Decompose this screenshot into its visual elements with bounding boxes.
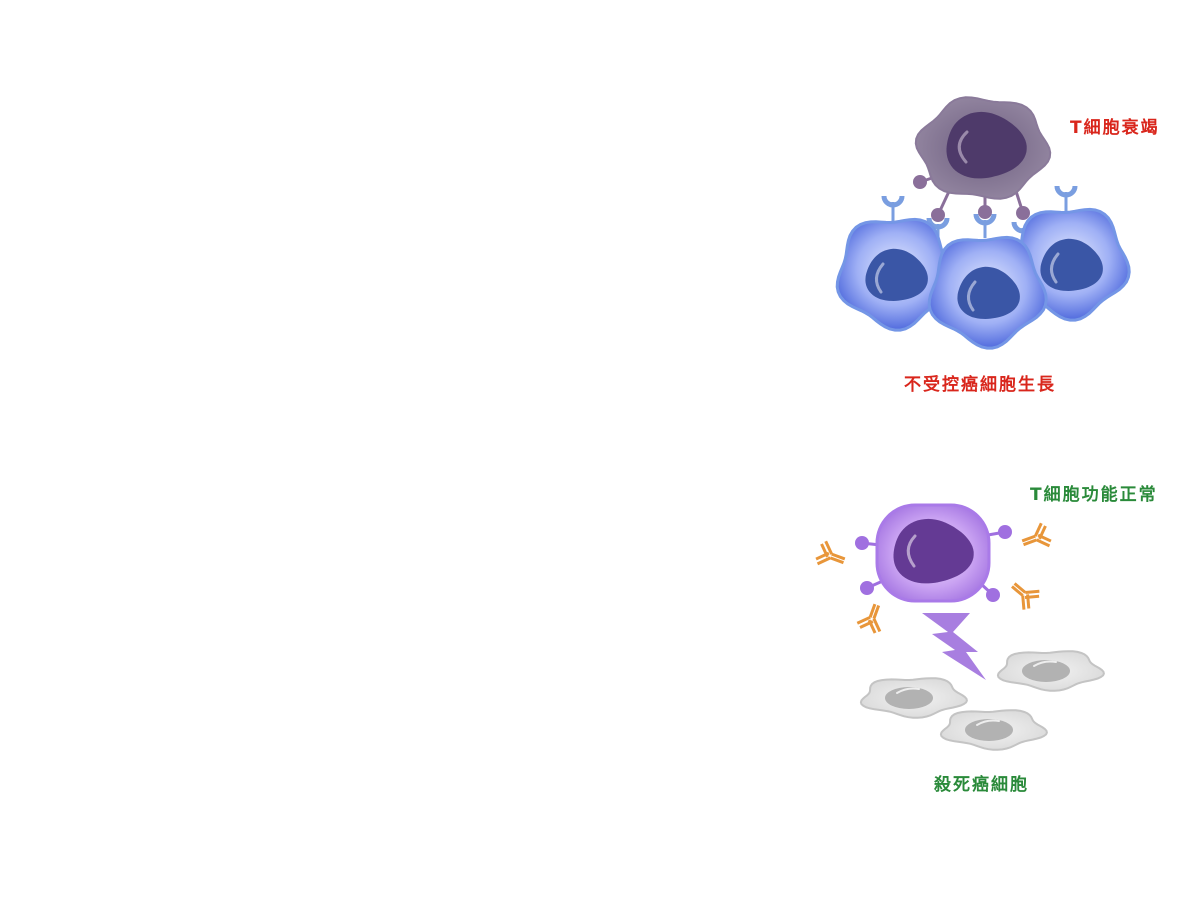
ligand-dot <box>855 536 869 550</box>
nucleus-highlight <box>976 719 1000 726</box>
antibody-icon <box>1021 522 1052 548</box>
antibody-icon <box>815 540 846 566</box>
antibody-icon <box>856 603 882 634</box>
kill-cancer-cells-label: 殺死癌細胞 <box>934 775 1029 795</box>
nucleus-highlight <box>1033 660 1057 667</box>
dead-cancer-cell-nucleus <box>965 719 1013 741</box>
uncontrolled-cancer-growth-label: 不受控癌細胞生長 <box>904 375 1056 395</box>
nucleus-highlight <box>906 534 917 568</box>
ligand-dot <box>978 205 992 219</box>
dead-cancer-cell-nucleus <box>885 687 933 709</box>
receptor-cup <box>881 195 905 208</box>
antibody-shape <box>856 603 882 634</box>
cancer-cell-center-nucleus <box>957 266 1020 319</box>
antibody-icon <box>1011 582 1040 610</box>
nucleus-highlight <box>957 130 969 164</box>
ligand-dot <box>986 588 1000 602</box>
antibody-shape <box>1021 522 1052 548</box>
receptor-cup <box>973 213 997 226</box>
lightning-bolt-icon <box>922 613 986 680</box>
nucleus-highlight <box>875 262 885 294</box>
ligand-dot <box>998 525 1012 539</box>
nucleus-highlight <box>1050 252 1060 284</box>
cancer-cell-right-nucleus <box>1040 238 1103 291</box>
nucleus-highlight <box>896 687 920 694</box>
nucleus-highlight <box>967 280 977 312</box>
cancer-cell-left-nucleus <box>865 248 928 301</box>
ligand-dot <box>931 208 945 222</box>
dead-cancer-cell-nucleus <box>1022 660 1070 682</box>
ligand-dot <box>860 581 874 595</box>
receptor <box>1054 185 1078 212</box>
ligand-dot <box>1016 206 1030 220</box>
t-cell-normal-function-label: T細胞功能正常 <box>1030 485 1158 505</box>
receptor <box>881 195 905 222</box>
antibody-shape <box>815 540 846 566</box>
receptor-cup <box>1054 185 1078 198</box>
receptor <box>973 213 997 238</box>
t-cell-exhaustion-label: T細胞衰竭 <box>1070 118 1160 138</box>
antibody-shape <box>1011 582 1040 610</box>
ligand-dot <box>913 175 927 189</box>
receptor-cup <box>926 217 950 230</box>
